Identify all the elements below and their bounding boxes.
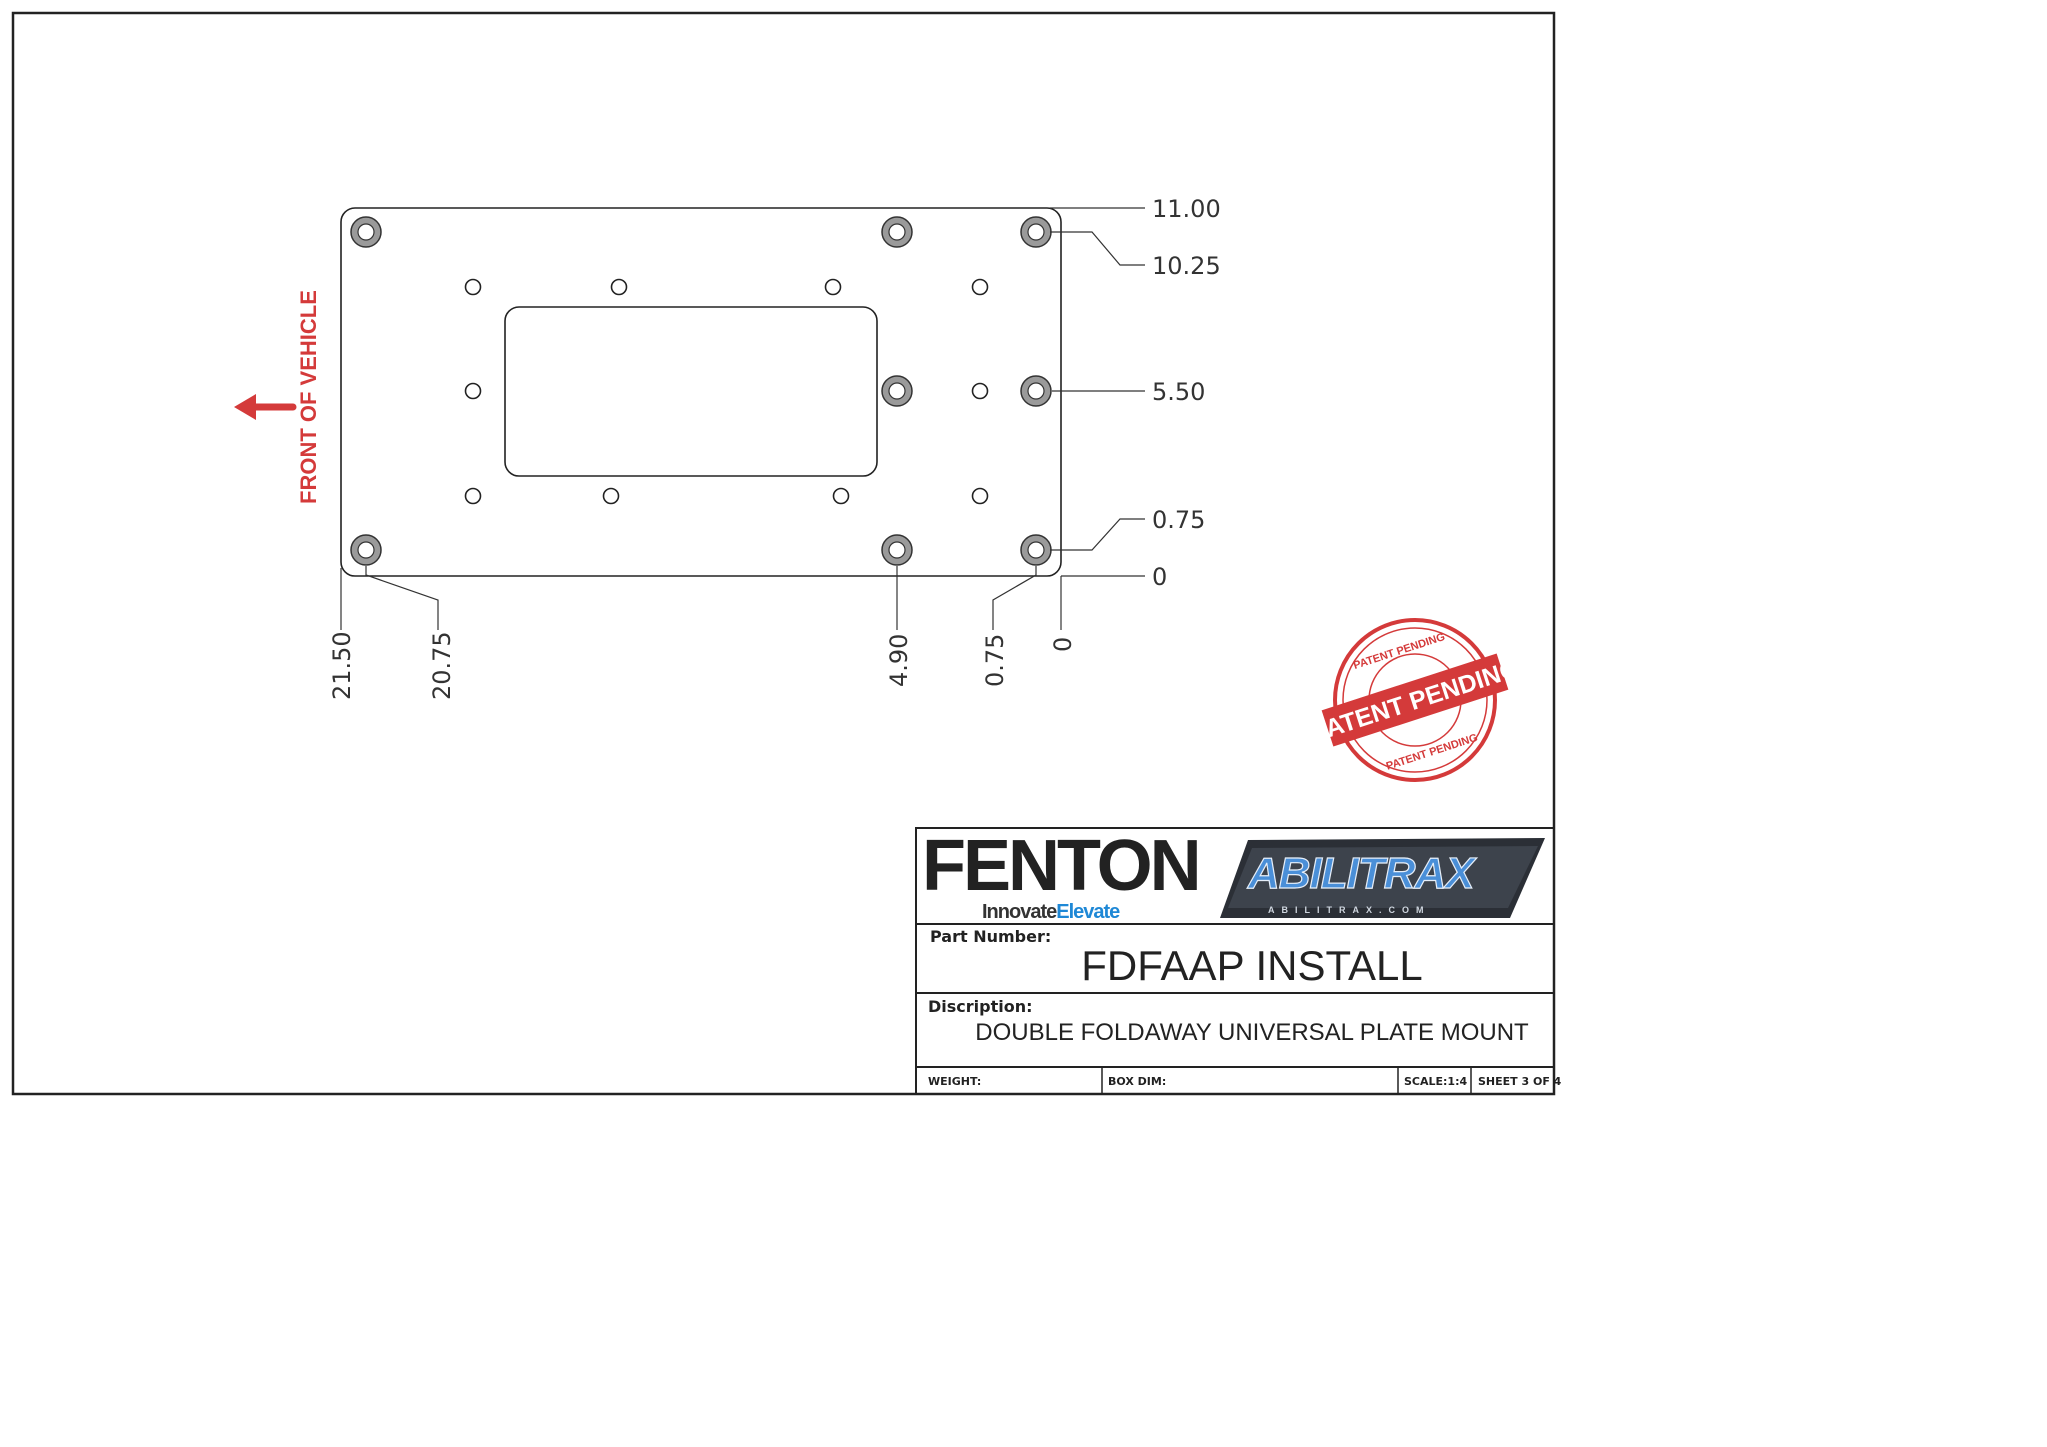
- dim-right-5-50: 5.50: [1152, 378, 1205, 406]
- dim-bottom-20-75: 20.75: [428, 631, 456, 700]
- dim-bottom-4-90: 4.90: [885, 634, 913, 687]
- small-hole: [832, 487, 850, 505]
- abilitrax-logo: ABILITRAX ABILITRAX.COM: [1220, 838, 1545, 918]
- dim-right-11-00: 11.00: [1152, 195, 1221, 223]
- dim-bottom-21-50: 21.50: [328, 631, 356, 700]
- sheet-label: SHEET 3 OF 4: [1478, 1075, 1562, 1088]
- dim-bottom-0-75: 0.75: [981, 634, 1009, 687]
- mounting-holes: [350, 216, 1052, 566]
- dimension-lines-right: [1050, 207, 1145, 577]
- front-arrow-icon: [234, 394, 297, 420]
- dim-right-0-75: 0.75: [1152, 506, 1205, 534]
- mounting-hole: [1020, 216, 1052, 248]
- mounting-hole: [881, 216, 913, 248]
- dim-right-0: 0: [1152, 563, 1167, 591]
- fenton-logo: FENTON: [922, 826, 1199, 906]
- small-hole: [971, 278, 989, 296]
- small-hole: [971, 487, 989, 505]
- part-number-label: Part Number:: [930, 927, 1051, 946]
- mounting-hole: [881, 375, 913, 407]
- svg-text:ABILITRAX.COM: ABILITRAX.COM: [1268, 905, 1431, 915]
- small-hole: [971, 382, 989, 400]
- small-hole: [464, 278, 482, 296]
- mounting-hole: [1020, 534, 1052, 566]
- mounting-hole: [1020, 375, 1052, 407]
- plate-drawing: [340, 207, 1062, 577]
- plate-cutout: [504, 306, 878, 477]
- mounting-hole: [881, 534, 913, 566]
- small-hole: [610, 278, 628, 296]
- dim-right-10-25: 10.25: [1152, 252, 1221, 280]
- box-dim-label: BOX DIM:: [1108, 1075, 1166, 1088]
- small-hole: [464, 487, 482, 505]
- mounting-hole: [350, 534, 382, 566]
- sheet-border: [11, 11, 1556, 1096]
- front-of-vehicle-label: FRONT OF VEHICLE: [296, 290, 321, 504]
- scale-label: SCALE:1:4: [1404, 1075, 1467, 1088]
- weight-label: WEIGHT:: [928, 1075, 981, 1088]
- small-holes: [464, 278, 989, 505]
- fenton-tagline: InnovateElevate: [982, 901, 1120, 923]
- plate-outline: [340, 207, 1062, 577]
- mounting-hole: [350, 216, 382, 248]
- drawing-sheet: 11.00 10.25 5.50 0.75 0 21.50 20.75 4.90…: [11, 11, 1562, 1096]
- dimension-lines-bottom: [340, 566, 1062, 630]
- part-number-value: FDFAAP INSTALL: [1081, 942, 1423, 989]
- small-hole: [464, 382, 482, 400]
- patent-pending-stamp: PATENT PENDING PATENT PENDING PATENT PEN…: [1308, 618, 1523, 782]
- description-label: Discription:: [928, 997, 1033, 1016]
- description-value: DOUBLE FOLDAWAY UNIVERSAL PLATE MOUNT: [975, 1019, 1529, 1046]
- title-block: FENTON InnovateElevate ABILITRAX ABILITR…: [915, 826, 1562, 1095]
- small-hole: [602, 487, 620, 505]
- svg-text:ABILITRAX: ABILITRAX: [1247, 849, 1477, 898]
- small-hole: [824, 278, 842, 296]
- dim-bottom-0: 0: [1049, 637, 1077, 652]
